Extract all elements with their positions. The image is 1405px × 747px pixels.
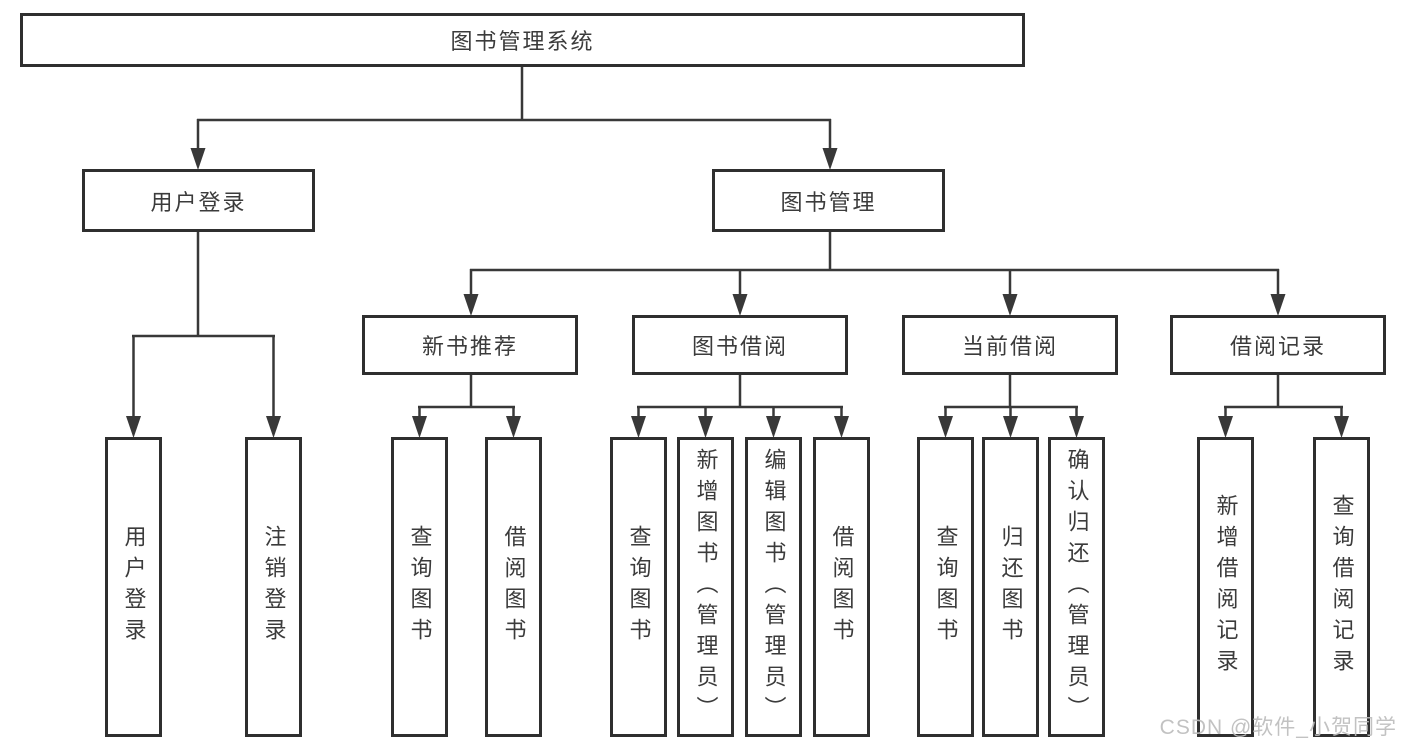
leaf-user-login: 用户登录 [105, 437, 162, 737]
leaf-add-borrow-record-label: 新增借阅记录 [1213, 494, 1239, 680]
arrow-icon [463, 294, 479, 316]
leaf-query-books-newbook: 查询图书 [391, 437, 448, 737]
connector-root-to-level2 [196, 66, 832, 149]
connector-book-mgmt-to-level3 [469, 232, 1280, 295]
leaf-return-book-label: 归还图书 [998, 525, 1024, 649]
leaf-query-books-current-label: 查询图书 [933, 525, 959, 649]
node-current-borrowing: 当前借阅 [902, 315, 1118, 375]
arrow-icon [1003, 416, 1018, 438]
node-book-borrowing: 图书借阅 [632, 315, 848, 375]
connector-current-to-leaves [944, 375, 1078, 417]
connector-user-login-to-leaves [132, 232, 275, 417]
node-book-management: 图书管理 [712, 169, 945, 232]
connector-records-to-leaves [1224, 375, 1343, 417]
leaf-user-login-label: 用户登录 [121, 525, 147, 649]
arrow-icon [266, 416, 281, 438]
connector-newbook-to-leaves [418, 375, 515, 417]
leaf-query-borrow-record-label: 查询借阅记录 [1329, 494, 1355, 680]
leaf-confirm-return-admin-label: 确认归还（管理员） [1064, 447, 1090, 727]
arrow-icon [506, 416, 521, 438]
leaf-borrow-books-borrowing: 借阅图书 [813, 437, 870, 737]
leaf-edit-book-admin-label: 编辑图书（管理员） [761, 447, 787, 727]
arrow-icon [1270, 294, 1286, 316]
leaf-logout: 注销登录 [245, 437, 302, 737]
arrow-icon [938, 416, 953, 438]
node-current-borrowing-label: 当前借阅 [961, 334, 1058, 359]
arrow-icon [1218, 416, 1233, 438]
arrow-icon [412, 416, 427, 438]
arrow-icon [834, 416, 849, 438]
node-new-book-recommendation: 新书推荐 [362, 315, 578, 375]
csdn-watermark: CSDN @软件_小贺同学 [1159, 716, 1397, 739]
arrow-icon [766, 416, 781, 438]
leaf-add-book-admin-label: 新增图书（管理员） [693, 447, 719, 727]
leaf-query-borrow-record: 查询借阅记录 [1313, 437, 1370, 737]
arrow-icon [631, 416, 646, 438]
node-book-borrowing-label: 图书借阅 [691, 334, 788, 359]
node-book-management-label: 图书管理 [780, 189, 877, 215]
node-root: 图书管理系统 [20, 13, 1025, 67]
node-user-login-label: 用户登录 [150, 189, 247, 215]
leaf-logout-label: 注销登录 [261, 525, 287, 649]
leaf-confirm-return-admin: 确认归还（管理员） [1048, 437, 1105, 737]
leaf-query-books-current: 查询图书 [917, 437, 974, 737]
connector-borrowing-to-leaves [637, 375, 843, 417]
arrowheads [126, 148, 1349, 438]
leaf-add-book-admin: 新增图书（管理员） [677, 437, 734, 737]
leaf-borrow-books-borrowing-label: 借阅图书 [829, 525, 855, 649]
node-borrowing-records: 借阅记录 [1170, 315, 1386, 375]
arrow-icon [822, 148, 838, 170]
leaf-return-book: 归还图书 [982, 437, 1039, 737]
leaf-borrow-books-newbook: 借阅图书 [485, 437, 542, 737]
arrow-icon [698, 416, 713, 438]
arrow-icon [1069, 416, 1084, 438]
node-borrowing-records-label: 借阅记录 [1229, 334, 1326, 359]
node-root-label: 图书管理系统 [450, 29, 595, 54]
node-new-book-recommendation-label: 新书推荐 [421, 334, 518, 359]
leaf-add-borrow-record: 新增借阅记录 [1197, 437, 1254, 737]
leaf-borrow-books-newbook-label: 借阅图书 [501, 525, 527, 649]
arrow-icon [1334, 416, 1349, 438]
arrow-icon [1002, 294, 1018, 316]
leaf-query-books-borrowing: 查询图书 [610, 437, 667, 737]
leaf-query-books-newbook-label: 查询图书 [407, 525, 433, 649]
arrow-icon [190, 148, 206, 170]
leaf-query-books-borrowing-label: 查询图书 [626, 525, 652, 649]
node-user-login: 用户登录 [82, 169, 315, 232]
arrow-icon [126, 416, 141, 438]
leaf-edit-book-admin: 编辑图书（管理员） [745, 437, 802, 737]
arrow-icon [732, 294, 748, 316]
